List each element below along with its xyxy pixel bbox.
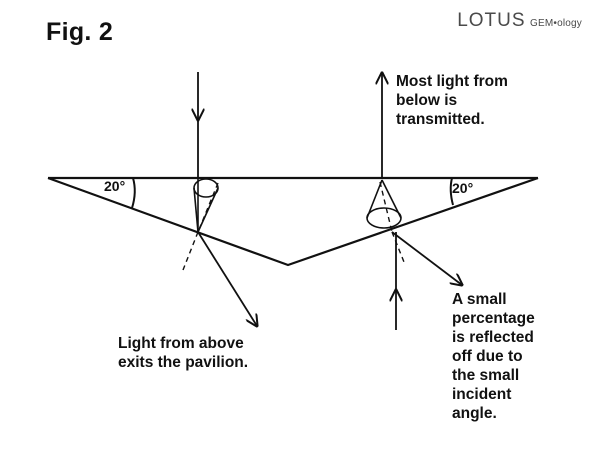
logo: LOTUS GEM•ology: [457, 10, 582, 32]
cone-left-side-b: [197, 187, 219, 233]
logo-suffix: GEM•ology: [530, 18, 582, 29]
pavilion-outline: [47, 176, 539, 267]
label-line: below is: [396, 92, 458, 109]
label-line: the small: [452, 367, 520, 384]
label-line: exits the pavilion.: [118, 354, 249, 371]
cone-right-side-b: [381, 179, 402, 219]
angle-arc-left: [131, 177, 136, 209]
cone-left-side-a: [193, 187, 199, 233]
label-line: Most light from: [396, 73, 508, 90]
label-line: incident: [452, 386, 512, 403]
label-reflected: A small percentage is reflected off due …: [452, 290, 535, 423]
label-transmitted: Most light from below is transmitted.: [396, 72, 508, 129]
normal-dashed-left-lower: [182, 231, 199, 271]
label-line: Light from above: [118, 335, 244, 352]
angle-label-left: 20°: [104, 178, 126, 194]
figure-title: Fig. 2: [46, 18, 114, 46]
logo-brand: LOTUS: [457, 10, 526, 31]
label-line: off due to: [452, 348, 523, 365]
angle-arc-right: [449, 177, 454, 206]
label-line: percentage: [452, 310, 535, 327]
exit-ray-left: [197, 231, 257, 326]
label-line: transmitted.: [396, 111, 485, 128]
label-exits-pavilion: Light from above exits the pavilion.: [118, 334, 248, 372]
cone-right-side-a: [366, 179, 383, 219]
label-line: angle.: [452, 405, 497, 422]
angle-label-right: 20°: [452, 180, 474, 196]
reflected-ray-right: [391, 231, 462, 285]
label-line: is reflected: [452, 329, 534, 346]
cone-base-right: [366, 207, 402, 229]
label-line: A small: [452, 291, 507, 308]
